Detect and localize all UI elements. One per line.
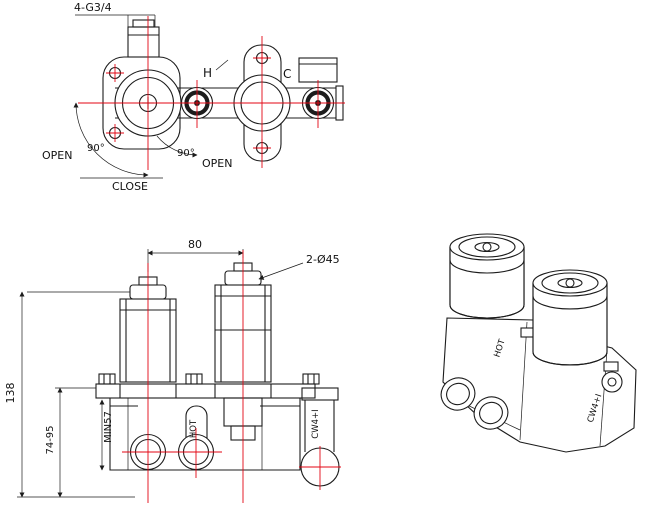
top-view-centerlines [78,16,345,170]
cold-marking: CW4+I [311,409,321,438]
top-port-cap [132,19,155,28]
iso-view: HOT CW4+I [440,233,637,453]
right-rotation-arc [156,135,198,158]
depth-range-label: 74-95 [45,425,56,454]
open-left-label: OPEN [42,149,72,162]
height-dim-label: 138 [4,383,17,404]
iso-right-cartridge [532,269,608,366]
mounting-plate [95,383,316,399]
top-port [127,26,160,58]
angle-right-label: 90° [177,148,195,159]
hot-marking: HOT [189,419,199,438]
outlet-flange [301,387,339,401]
iso-left-cartridge [449,233,525,319]
hot-label: H [203,66,212,80]
iso-bolt-right [603,361,619,372]
angle-left-label: 90° [87,143,105,154]
cartridge-dim-leader [258,262,304,280]
plate-bolts [98,373,320,385]
cartridge-dim-label: 2-Ø45 [306,253,340,266]
right-top-port [298,57,338,83]
iso-bolt-center [520,327,535,338]
front-view-centerlines [122,250,341,503]
close-label: CLOSE [112,180,148,193]
valve-body [109,398,301,471]
cold-label: C [283,67,291,81]
min-depth-label: MIN57 [103,411,114,443]
centers-dim-label: 80 [188,238,202,251]
iso-port-hot [440,377,476,411]
front-view: HOT CW4+I 80 2-Ø45 138 74-95 MIN57 [4,238,341,503]
iso-port-cold [473,396,509,430]
left-rotation-arc [73,102,149,178]
thread-dim-label: 4-G3/4 [74,1,112,14]
iso-flange [601,371,623,393]
open-right-label: OPEN [202,157,232,170]
top-view: 4-G3/4 H C OPEN 90° CLOSE 90° OPEN [42,1,345,193]
